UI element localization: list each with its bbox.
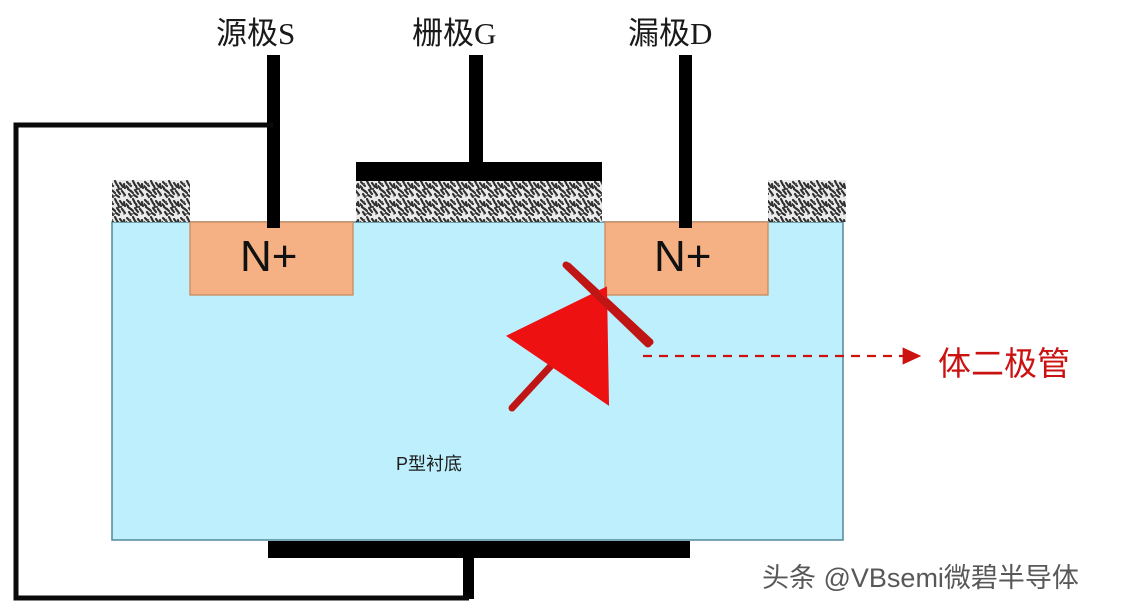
label-gate-terminal: 栅极G	[412, 16, 497, 51]
diode-cathode-bar	[562, 261, 652, 348]
bottom-contact-stub	[463, 558, 474, 599]
bottom-drain-contact	[268, 541, 690, 558]
body-short-wire	[13, 122, 469, 601]
oxide-layer-left	[112, 180, 190, 222]
label-n-plus-drain: N+	[654, 232, 712, 281]
label-n-plus-source: N+	[240, 232, 298, 281]
oxide-layer-gate	[356, 180, 602, 222]
gate-metal-plate	[356, 162, 602, 181]
oxide-layer-right	[768, 180, 846, 222]
region-n-plus-source	[189, 221, 354, 296]
diode-triangle	[506, 286, 610, 406]
source-lead	[267, 55, 280, 228]
drain-lead	[679, 55, 692, 228]
region-n-plus-drain	[604, 221, 769, 296]
label-body-diode: 体二极管	[938, 347, 1070, 383]
watermark-text: 头条 @VBsemi微碧半导体	[762, 563, 1079, 593]
label-drain-terminal: 漏极D	[628, 16, 713, 51]
gate-lead	[469, 55, 483, 165]
label-source-terminal: 源极S	[216, 16, 296, 51]
label-p-substrate: P型衬底	[396, 454, 463, 474]
